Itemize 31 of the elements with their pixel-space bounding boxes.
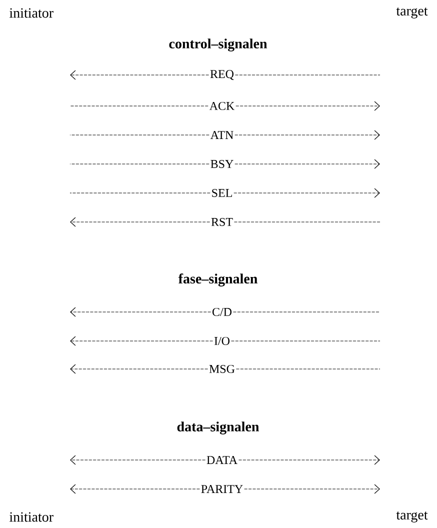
section-heading: control–signalen: [169, 38, 268, 52]
party-label: target: [396, 8, 428, 18]
dashed-arrow: [70, 70, 210, 80]
party-label: target: [396, 512, 428, 522]
signal-name: MSG: [209, 364, 235, 374]
signal-name: ACK: [209, 102, 235, 110]
section-heading: fase–signalen: [178, 274, 258, 286]
dashed-arrow: [70, 217, 210, 227]
signal-name: ATN: [210, 131, 234, 139]
signal-name: RST: [211, 218, 233, 226]
dashed-arrow: [236, 101, 380, 111]
party-label: initiator: [10, 512, 54, 522]
dashed-arrow: [244, 484, 380, 494]
signal-name: REQ: [210, 70, 234, 80]
dashed-arrow: [70, 484, 200, 494]
signal-name: C/D: [212, 308, 232, 316]
dashed-arrow: [234, 130, 380, 140]
dashed-arrow: [70, 307, 212, 317]
dashed-arrow: [238, 455, 380, 465]
signal-name: SEL: [212, 188, 232, 198]
dashed-arrow: [234, 159, 380, 169]
dashed-arrow: [70, 364, 208, 374]
dashed-arrow: [70, 455, 206, 465]
dashed-arrow: [234, 188, 380, 198]
signal-name: DATA: [206, 456, 238, 464]
signal-name: PARITY: [201, 485, 243, 493]
signal-name: I/O: [214, 336, 230, 346]
signal-name: BSY: [210, 160, 234, 168]
party-label: initiator: [10, 8, 54, 18]
section-heading: data–signalen: [177, 422, 260, 434]
dashed-arrow: [70, 336, 214, 346]
